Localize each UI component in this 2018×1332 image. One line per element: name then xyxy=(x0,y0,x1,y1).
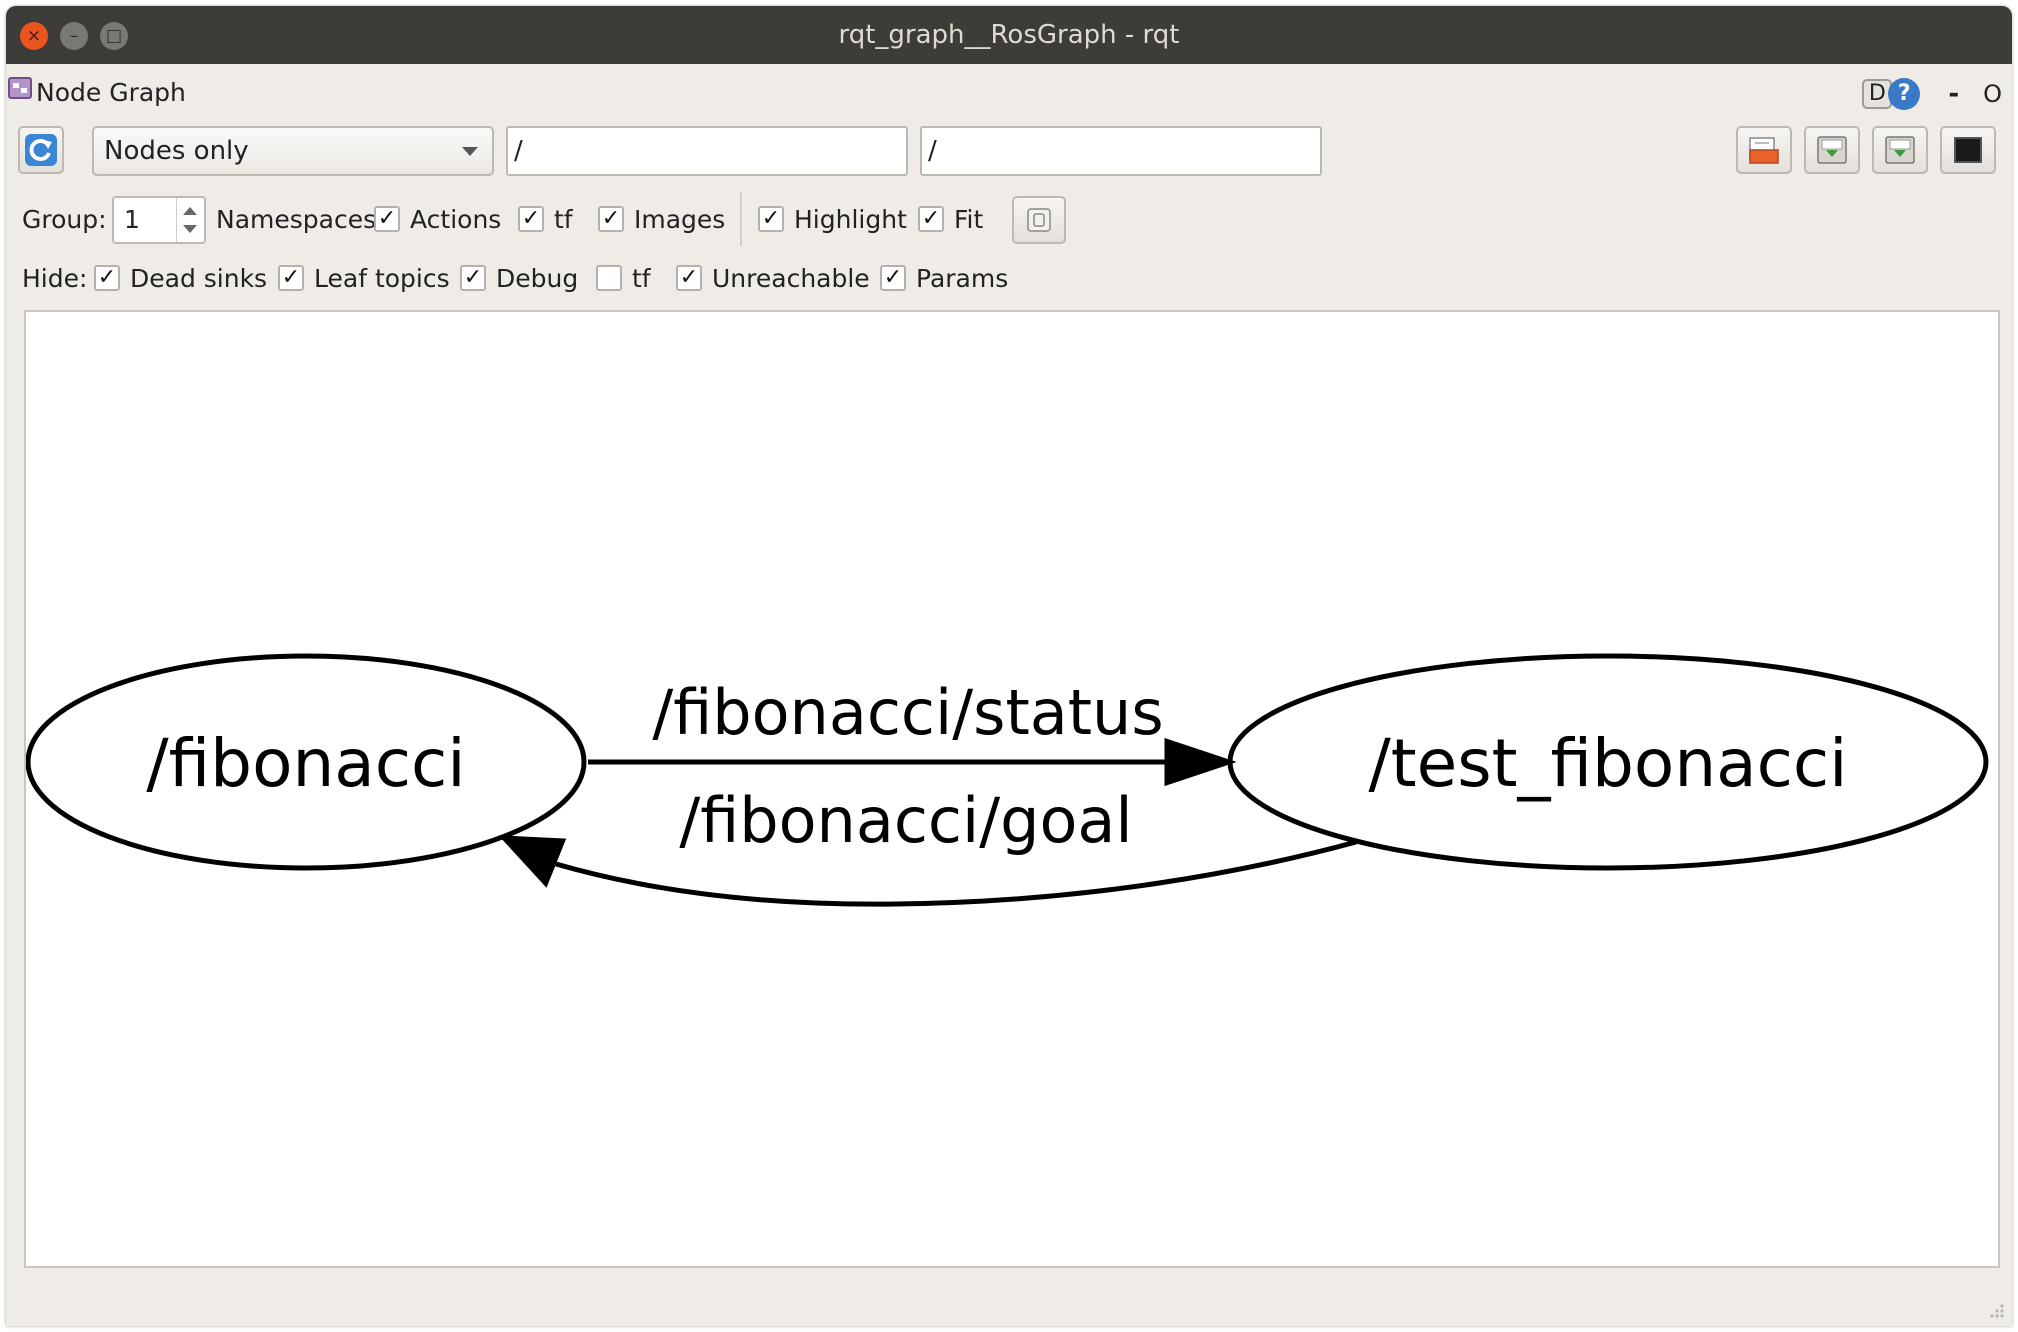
group-tf-checkbox[interactable]: ✓ xyxy=(518,206,544,232)
graph-node-fibonacci[interactable] xyxy=(26,653,587,871)
namespace-filter-input[interactable]: / xyxy=(506,126,908,176)
save-svg-button[interactable] xyxy=(1872,126,1928,174)
chevron-down-icon xyxy=(462,147,478,156)
close-window-button[interactable]: × xyxy=(20,22,48,50)
graph-type-value: Nodes only xyxy=(104,136,249,166)
graph-edge-goal-label: /fibonacci/goal xyxy=(679,784,1132,857)
filter-toolbar: Nodes only / / xyxy=(6,126,2012,180)
unreachable-label: Unreachable xyxy=(712,264,870,293)
graph-edge-goal[interactable] xyxy=(555,839,1357,907)
dock-d-button[interactable]: D xyxy=(1862,79,1893,109)
image-icon xyxy=(1954,137,1982,163)
hide-options-row: Hide: ✓ Dead sinks ✓ Leaf topics ✓ Debug… xyxy=(6,256,2012,300)
chevron-up-icon[interactable] xyxy=(183,207,197,215)
group-tf-label: tf xyxy=(554,205,573,234)
dead-sinks-checkbox[interactable]: ✓ xyxy=(94,265,120,291)
debug-label: Debug xyxy=(496,264,579,293)
actions-checkbox[interactable]: ✓ xyxy=(374,206,400,232)
hide-tf-label: tf xyxy=(632,264,651,293)
hide-tf-checkbox[interactable] xyxy=(596,265,622,291)
maximize-window-button[interactable]: □ xyxy=(100,22,128,50)
params-checkbox[interactable]: ✓ xyxy=(880,265,906,291)
save-dot-button[interactable] xyxy=(1804,126,1860,174)
help-icon[interactable]: ? xyxy=(1888,78,1921,110)
hide-label: Hide: xyxy=(22,264,88,293)
fit-in-view-icon xyxy=(1027,208,1051,232)
refresh-icon xyxy=(25,134,57,166)
group-options-row: Group: 1 Namespaces ✓ Actions ✓ tf ✓ Ima… xyxy=(6,192,2012,246)
save-svg-icon xyxy=(1885,136,1915,164)
dock-header: Node Graph D ? - O xyxy=(6,64,2012,112)
unreachable-checkbox[interactable]: ✓ xyxy=(676,265,702,291)
namespaces-label: Namespaces xyxy=(216,205,377,234)
group-label: Group: xyxy=(22,205,107,234)
dock-title: Node Graph xyxy=(36,78,186,107)
graph-node-test-fibonacci-label: /test_fibonacci xyxy=(1368,725,1847,802)
images-label: Images xyxy=(634,205,726,234)
dock-minimize-button[interactable]: - xyxy=(1948,79,1960,109)
graph-canvas[interactable]: /fibonacci /test_fibonacci /fibonacci/st… xyxy=(24,310,2000,1268)
save-dot-icon xyxy=(1817,136,1847,164)
highlight-label: Highlight xyxy=(794,205,907,234)
debug-checkbox[interactable]: ✓ xyxy=(460,265,486,291)
title-bar: × – □ rqt_graph__RosGraph - rqt xyxy=(6,6,2012,64)
node-graph-plugin-icon xyxy=(8,77,32,99)
graph-edge-status-label: /fibonacci/status xyxy=(652,676,1163,749)
params-label: Params xyxy=(916,264,1009,293)
fit-view-button[interactable] xyxy=(1012,196,1066,244)
group-spinbox-value: 1 xyxy=(124,205,140,234)
leaf-topics-checkbox[interactable]: ✓ xyxy=(278,265,304,291)
topic-filter-input[interactable]: / xyxy=(920,126,1322,176)
load-dot-button[interactable] xyxy=(1736,126,1792,174)
refresh-button[interactable] xyxy=(18,126,64,174)
chevron-down-icon[interactable] xyxy=(183,225,197,233)
rqt-window: × – □ rqt_graph__RosGraph - rqt Node Gra… xyxy=(6,6,2012,1326)
open-folder-icon xyxy=(1749,137,1779,164)
spinbox-arrows[interactable] xyxy=(176,198,204,242)
actions-label: Actions xyxy=(410,205,502,234)
highlight-checkbox[interactable]: ✓ xyxy=(758,206,784,232)
minimize-window-button[interactable]: – xyxy=(60,22,88,50)
graph-node-fibonacci-label: /fibonacci xyxy=(146,725,465,802)
ros-graph[interactable]: /fibonacci /test_fibonacci /fibonacci/st… xyxy=(26,312,1998,1266)
separator xyxy=(740,192,742,246)
resize-grip-icon[interactable] xyxy=(1986,1300,2006,1320)
graph-type-combobox[interactable]: Nodes only xyxy=(92,126,494,176)
dock-controls: D ? - O xyxy=(1862,78,2002,110)
dead-sinks-label: Dead sinks xyxy=(130,264,268,293)
graph-edge-status-arrowhead xyxy=(1164,737,1237,787)
fit-checkbox[interactable]: ✓ xyxy=(918,206,944,232)
leaf-topics-label: Leaf topics xyxy=(314,264,450,293)
images-checkbox[interactable]: ✓ xyxy=(598,206,624,232)
dock-options-button[interactable]: O xyxy=(1983,80,2002,108)
graph-edge-goal-arrowhead xyxy=(498,835,567,888)
save-image-button[interactable] xyxy=(1940,126,1996,174)
fit-label: Fit xyxy=(954,205,984,234)
group-spinbox[interactable]: 1 xyxy=(112,196,206,244)
window-title: rqt_graph__RosGraph - rqt xyxy=(838,20,1180,50)
